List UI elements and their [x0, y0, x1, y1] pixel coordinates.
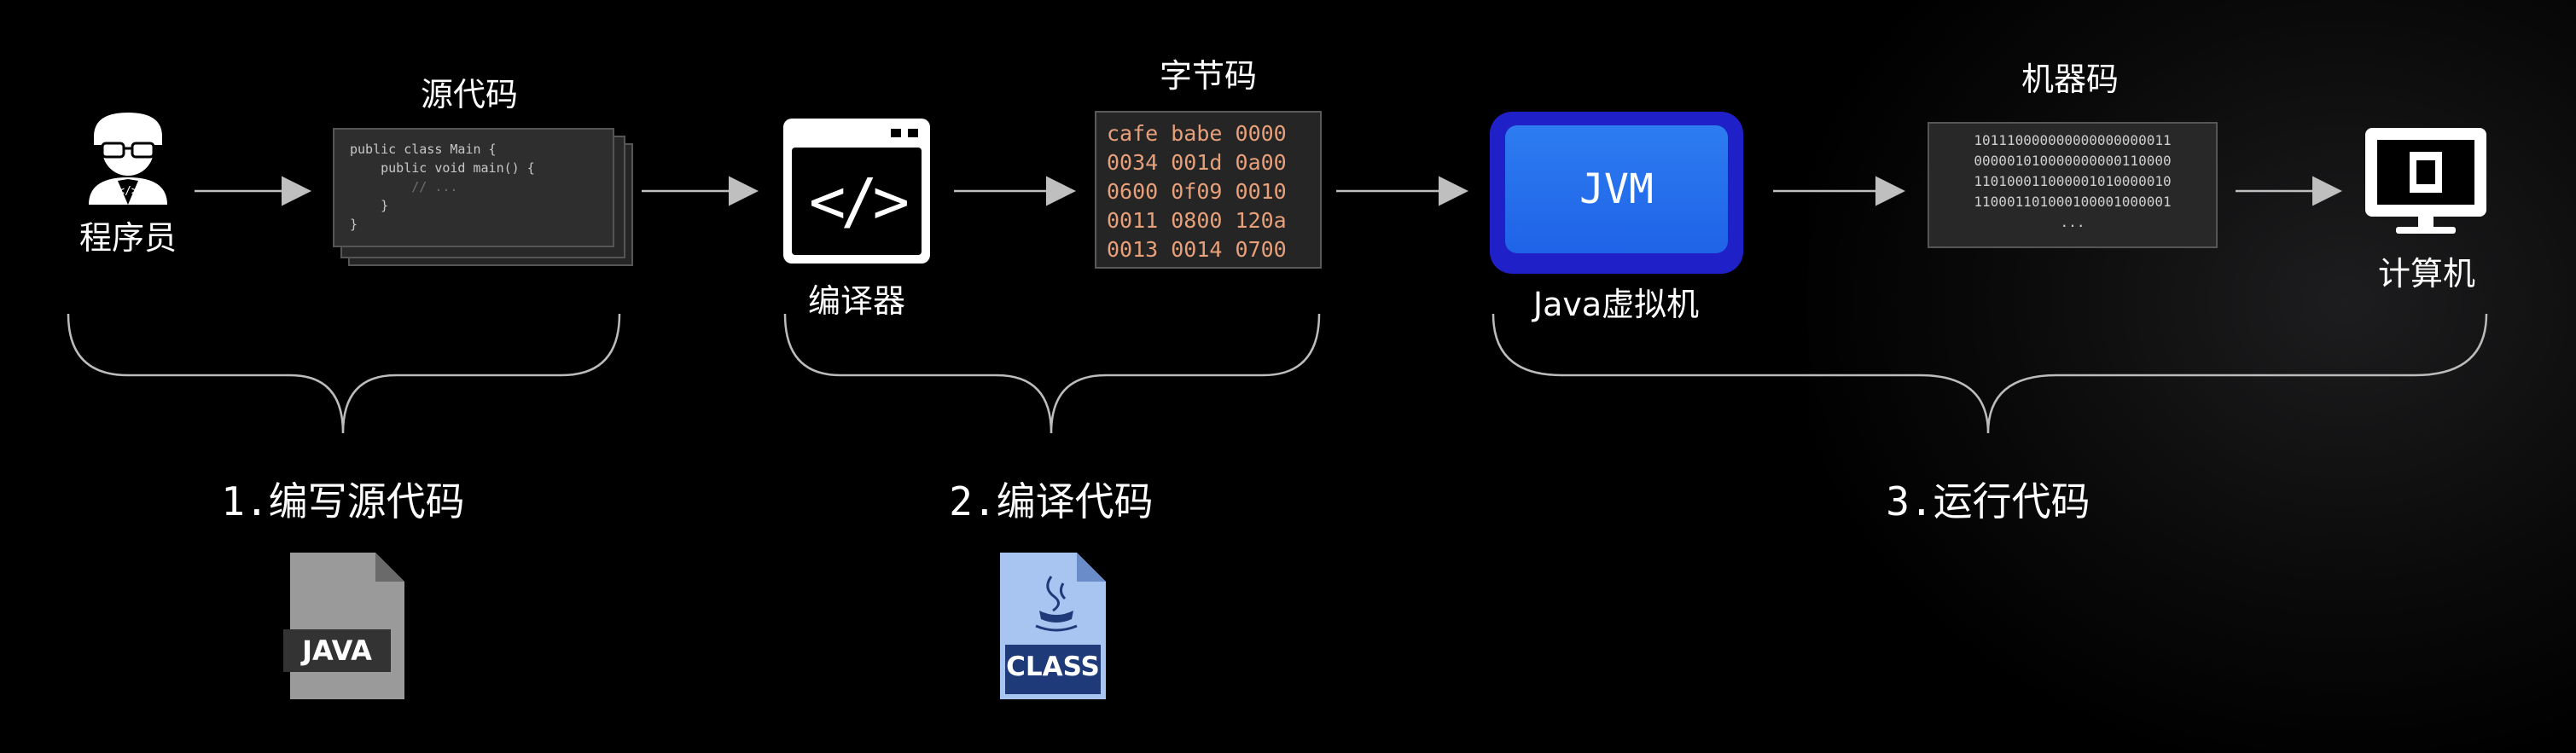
- bytecode-line: cafe babe 0000: [1107, 121, 1287, 146]
- code-brackets-glyph: </>: [808, 165, 910, 237]
- class-file-text: CLASS: [1006, 652, 1100, 682]
- jvm-inner-box: JVM: [1505, 125, 1728, 253]
- programmer-icon: </>: [89, 113, 167, 205]
- computer-icon: [2365, 128, 2486, 234]
- code-sheet-front: public class Main { public void main() {…: [333, 128, 614, 247]
- java-file-text: JAVA: [302, 634, 372, 667]
- jvm-box: JVM: [1490, 112, 1743, 274]
- bytecode-line: 0034 001d 0a00: [1107, 150, 1287, 175]
- machine-code-label: 机器码: [2021, 61, 2119, 98]
- step-2-label: 2.编译代码: [949, 478, 1154, 524]
- machine-code-line: 110100011000001010000010: [1974, 173, 2172, 189]
- bytecode-line: 0013 0014 0700: [1107, 237, 1287, 262]
- programmer-label: 程序员: [79, 219, 177, 257]
- compiler-label: 编译器: [807, 282, 905, 320]
- code-line: public void main() {: [350, 160, 535, 176]
- compiler-icon: </>: [783, 119, 930, 264]
- bytecode-line: 0011 0800 120a: [1107, 208, 1287, 233]
- machine-code-box: 101110000000000000000011 000001010000000…: [1928, 122, 2218, 248]
- code-line: // ...: [350, 179, 458, 194]
- code-line: }: [350, 217, 358, 232]
- window-dot: [891, 129, 901, 137]
- machine-code-line: 110001101000100001000001: [1974, 194, 2172, 210]
- bytecode-box: cafe babe 0000 0034 001d 0a00 0600 0f09 …: [1095, 111, 1322, 269]
- compiler-screen: </>: [792, 148, 922, 255]
- step-1-label: 1.编写源代码: [221, 478, 465, 524]
- bytecode-label: 字节码: [1159, 57, 1257, 95]
- bytecode-line: 0600 0f09 0010: [1107, 179, 1287, 204]
- brace-step-3: [1492, 313, 2488, 434]
- svg-text:</>: </>: [118, 185, 138, 198]
- brace-step-1: [67, 313, 621, 434]
- source-code-window: public class Main { public void main() {…: [333, 128, 633, 266]
- jvm-label: Java虚拟机: [1532, 286, 1700, 323]
- machine-code-line: 000001010000000000110000: [1974, 153, 2172, 169]
- machine-code-line: 101110000000000000000011: [1974, 132, 2172, 148]
- java-file-icon: [283, 553, 404, 699]
- class-file-icon: [1000, 553, 1106, 699]
- source-code-label: 源代码: [420, 76, 518, 113]
- step-3-label: 3.运行代码: [1886, 478, 2090, 524]
- machine-code-line: ...: [2060, 214, 2085, 230]
- code-line: public class Main {: [350, 142, 497, 157]
- code-line: }: [350, 198, 389, 213]
- window-dot: [908, 129, 918, 137]
- jvm-text: JVM: [1579, 165, 1654, 213]
- brace-step-2: [783, 313, 1321, 434]
- computer-label: 计算机: [2377, 255, 2475, 293]
